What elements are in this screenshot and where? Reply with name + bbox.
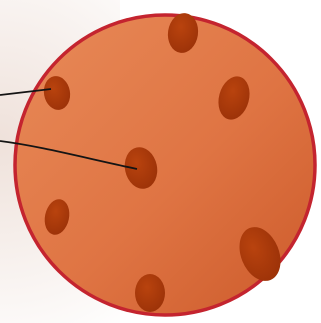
spot (135, 274, 165, 312)
